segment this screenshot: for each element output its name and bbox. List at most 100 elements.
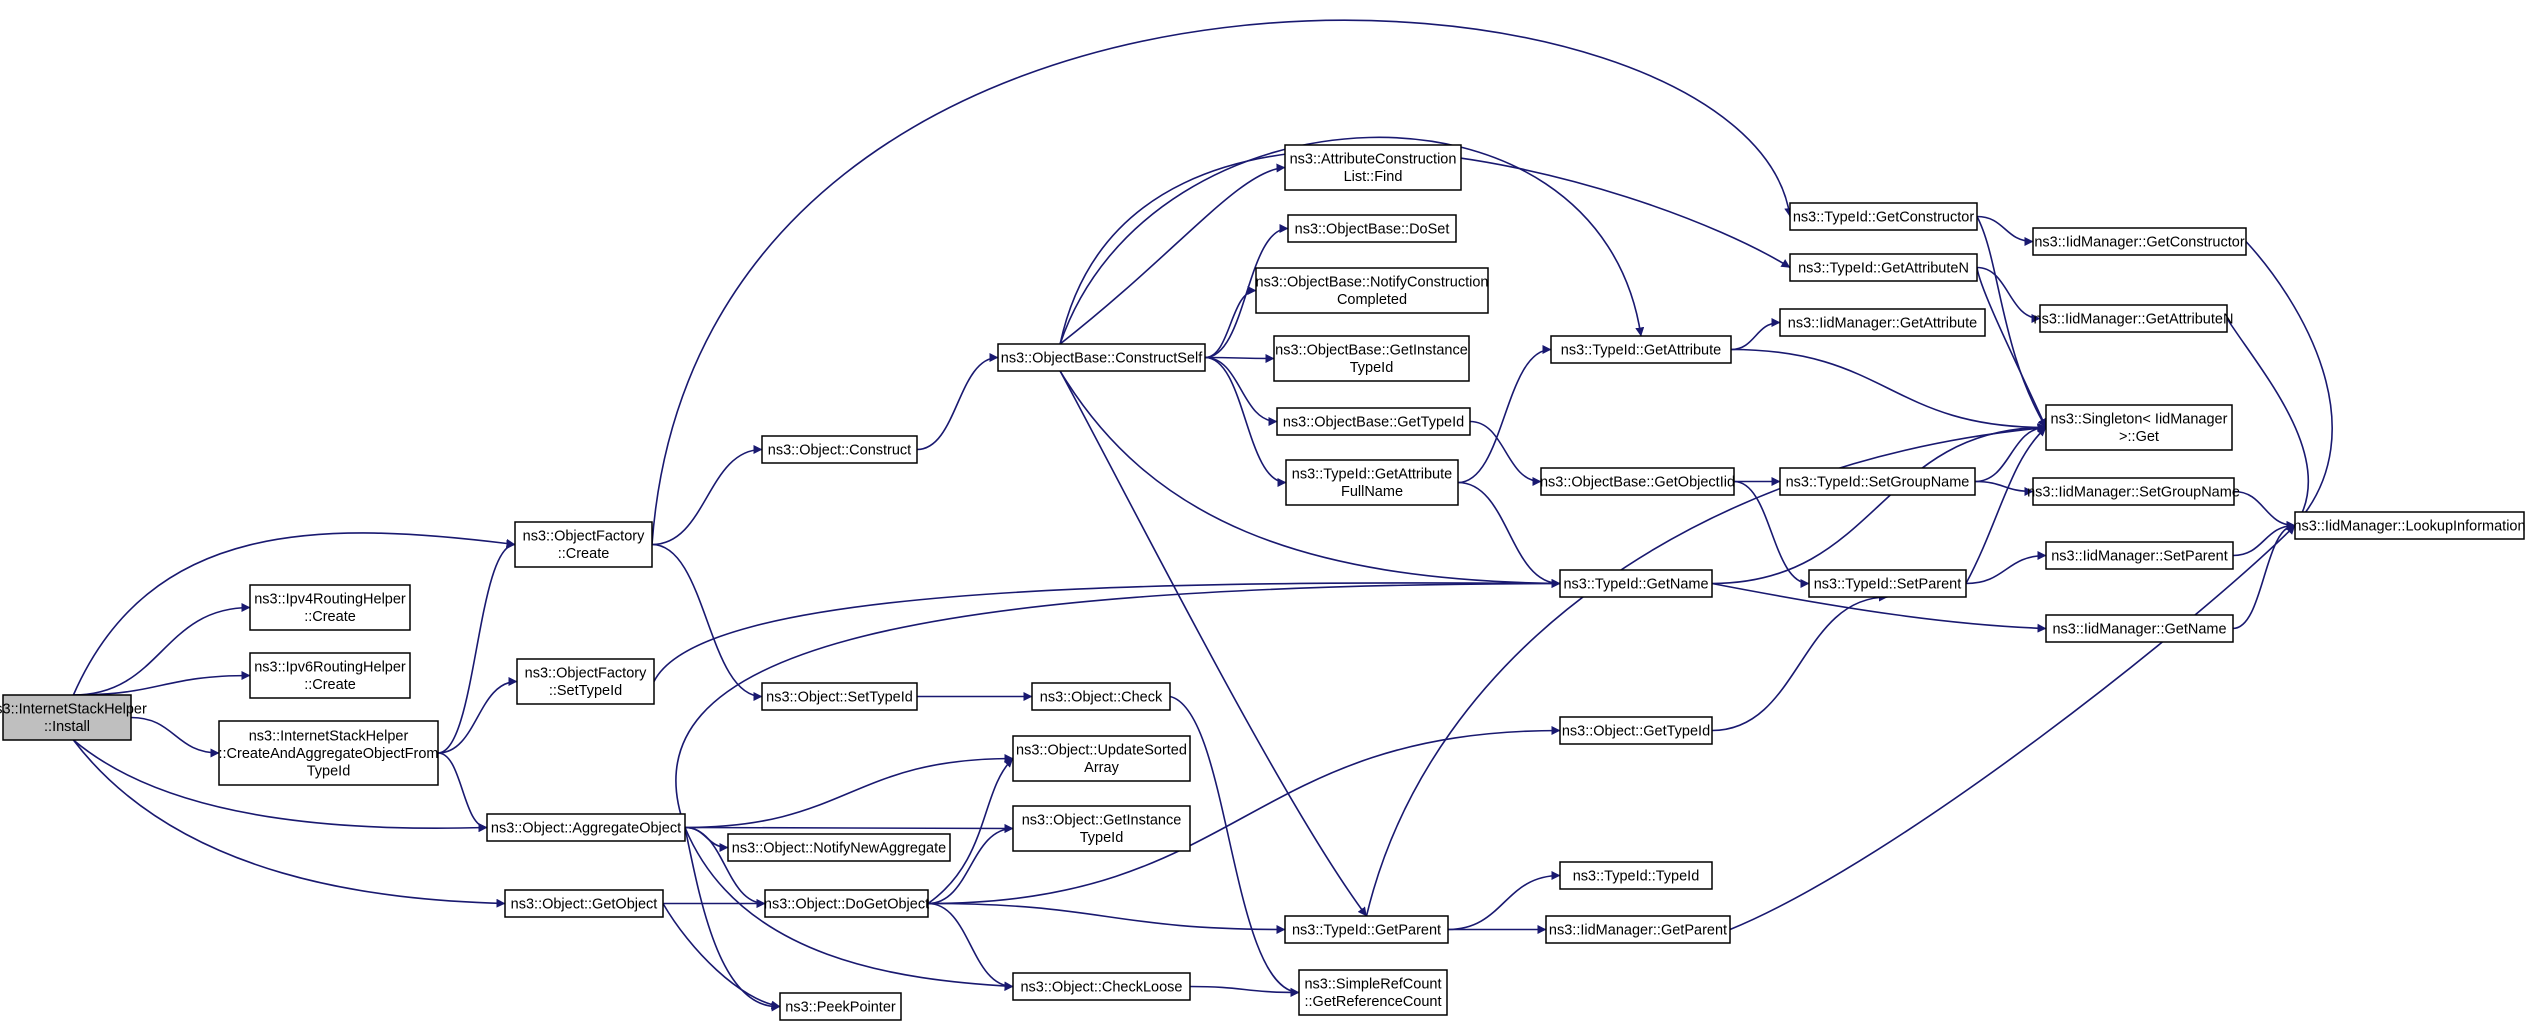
node-label-line: ns3::PeekPointer (785, 999, 896, 1015)
edge-dogetobject-to-getinstancetypeid-o (927, 824, 1014, 905)
node-label-line: ns3::Ipv4RoutingHelper (254, 592, 406, 608)
node-singleton-get[interactable]: ns3::Singleton< IidManager >::Get (2045, 404, 2233, 451)
node-typeid-typeid[interactable]: ns3::TypeId::TypeId (1559, 861, 1713, 890)
node-typeid-getparent[interactable]: ns3::TypeId::GetParent (1284, 915, 1449, 944)
node-caaoft[interactable]: ns3::InternetStackHelper::CreateAndAggre… (218, 720, 439, 786)
node-iid-lookupinfo[interactable]: ns3::IidManager::LookupInformation (2293, 511, 2526, 540)
node-typeid-setparent[interactable]: ns3::TypeId::SetParent (1808, 569, 1967, 598)
edge-checkloose-to-simplerefcount (1189, 985, 1300, 997)
edge-typeid-setparent-to-iid-setparent (1965, 551, 2047, 585)
node-ipv6[interactable]: ns3::Ipv6RoutingHelper::Create (249, 652, 411, 699)
node-label-line: FullName (1341, 484, 1403, 500)
node-ipv4[interactable]: ns3::Ipv4RoutingHelper::Create (249, 584, 411, 631)
node-typeid-setgroupname[interactable]: ns3::TypeId::SetGroupName (1779, 467, 1976, 496)
node-settypeid-of[interactable]: ns3::ObjectFactory::SetTypeId (516, 658, 655, 705)
node-iid-getname[interactable]: ns3::IidManager::GetName (2045, 614, 2234, 643)
edge-constructself-to-ob-getinstancetypeid (1204, 353, 1275, 363)
edge-caaoft-to-aggobj (437, 752, 488, 832)
node-label-line: ns3::Object::NotifyNewAggregate (732, 840, 946, 856)
edge-ob-gettypeid-to-ob-getobjectiid (1469, 420, 1542, 486)
node-box (1559, 569, 1713, 598)
node-box (1012, 972, 1191, 1001)
edge-ofcreate-to-typeid-getconstructor (651, 19, 1794, 545)
edge-constructself-to-getattrfullname (1204, 356, 1287, 487)
node-typeid-getattribute[interactable]: ns3::TypeId::GetAttribute (1550, 335, 1732, 364)
node-getobj[interactable]: ns3::Object::GetObject (504, 889, 664, 918)
node-box (761, 435, 918, 464)
node-box (2039, 304, 2228, 333)
node-check[interactable]: ns3::Object::Check (1031, 682, 1171, 711)
node-typeid-getconstructor[interactable]: ns3::TypeId::GetConstructor (1789, 202, 1978, 231)
edge-typeid-setparent-to-singleton-get (1965, 426, 2047, 584)
node-iid-getparent[interactable]: ns3::IidManager::GetParent (1545, 915, 1731, 944)
node-typeid-getattributen[interactable]: ns3::TypeId::GetAttributeN (1789, 253, 1978, 282)
edge-iid-setgroupname-to-iid-lookupinfo (2233, 490, 2296, 530)
node-box (2045, 404, 2233, 451)
node-ofcreate[interactable]: ns3::ObjectFactory::Create (514, 521, 653, 568)
node-aggobj[interactable]: ns3::Object::AggregateObject (486, 813, 686, 842)
node-label-line: ns3::TypeId::GetParent (1292, 922, 1441, 938)
node-label-line: ns3::ObjectBase::GetTypeId (1283, 414, 1464, 430)
node-objsettypeid[interactable]: ns3::Object::SetTypeId (761, 682, 918, 711)
node-ob-getobjectiid[interactable]: ns3::ObjectBase::GetObjectIid (1540, 467, 1735, 496)
node-label-line: ns3::Object::DoGetObject (764, 896, 929, 912)
node-checkloose[interactable]: ns3::Object::CheckLoose (1012, 972, 1191, 1001)
node-iid-getattribute[interactable]: ns3::IidManager::GetAttribute (1779, 308, 1986, 337)
node-label-line: ns3::Object::CheckLoose (1020, 979, 1182, 995)
node-doset[interactable]: ns3::ObjectBase::DoSet (1287, 214, 1457, 243)
node-box (1789, 253, 1978, 282)
node-label-line: ns3::TypeId::GetConstructor (1793, 209, 1975, 225)
node-box (2045, 541, 2234, 570)
node-label-line: TypeId (1080, 830, 1124, 846)
node-iid-getconstructor[interactable]: ns3::IidManager::GetConstructor (2032, 227, 2247, 256)
edge-aggobj-to-checkloose (684, 827, 1014, 991)
node-iid-getattributen[interactable]: ns3::IidManager::GetAttributeN (2034, 304, 2234, 333)
node-obj-gettypeid[interactable]: ns3::Object::GetTypeId (1559, 716, 1713, 745)
node-constructself[interactable]: ns3::ObjectBase::ConstructSelf (997, 343, 1206, 372)
node-iid-setparent[interactable]: ns3::IidManager::SetParent (2045, 541, 2234, 570)
node-label-line: ns3::ObjectBase::DoSet (1295, 221, 1450, 237)
node-notifyconstr[interactable]: ns3::ObjectBase::NotifyConstructionCompl… (1255, 267, 1489, 314)
node-notifynewagg[interactable]: ns3::Object::NotifyNewAggregate (727, 833, 951, 862)
node-box (249, 652, 411, 699)
node-label-line: ns3::TypeId::SetGroupName (1786, 474, 1970, 490)
edge-dogetobject-to-checkloose (927, 902, 1014, 991)
edge-aggobj-to-updatesorted (684, 754, 1014, 829)
node-label-line: ns3::InternetStackHelper (249, 728, 409, 744)
node-label-line: ::CreateAndAggregateObjectFrom (218, 746, 438, 762)
node-box (1255, 267, 1489, 314)
node-box (761, 682, 918, 711)
node-label-line: ns3::TypeId::TypeId (1573, 868, 1700, 884)
edge-constructself-to-typeid-getparent (1059, 370, 1368, 917)
node-box (2, 694, 132, 741)
edge-iid-getattributen-to-iid-lookupinfo (2226, 318, 2310, 526)
node-construct[interactable]: ns3::Object::Construct (761, 435, 918, 464)
node-label-line: ns3::IidManager::GetAttribute (1788, 315, 1977, 331)
node-typeid-getname[interactable]: ns3::TypeId::GetName (1559, 569, 1713, 598)
node-peekpointer[interactable]: ns3::PeekPointer (779, 992, 902, 1021)
edge-install-to-caaoft (130, 716, 220, 758)
node-install[interactable]: ns3::InternetStackHelper::Install (0, 694, 147, 741)
node-dogetobject[interactable]: ns3::Object::DoGetObject (764, 889, 929, 918)
node-label-line: ::SetTypeId (549, 683, 622, 699)
edge-getattrfullname-to-typeid-getattribute (1457, 345, 1552, 484)
node-box (1540, 467, 1735, 496)
node-ob-gettypeid[interactable]: ns3::ObjectBase::GetTypeId (1276, 407, 1471, 436)
node-box (514, 521, 653, 568)
edge-typeid-getname-to-singleton-get (1711, 423, 2047, 585)
edge-getobj-to-peekpointer (662, 903, 781, 1010)
node-label-line: ns3::Object::GetObject (511, 896, 658, 912)
node-box (1789, 202, 1978, 231)
node-simplerefcount[interactable]: ns3::SimpleRefCount::GetReferenceCount (1298, 969, 1448, 1016)
node-iid-setgroupname[interactable]: ns3::IidManager::SetGroupName (2027, 477, 2240, 506)
edge-dogetobject-to-typeid-getparent (927, 902, 1286, 934)
edge-ob-getobjectiid-to-typeid-setparent (1733, 480, 1810, 588)
node-label-line: ns3::Object::GetInstance (1022, 813, 1182, 829)
node-label-line: ns3::TypeId::GetAttribute (1292, 467, 1452, 483)
